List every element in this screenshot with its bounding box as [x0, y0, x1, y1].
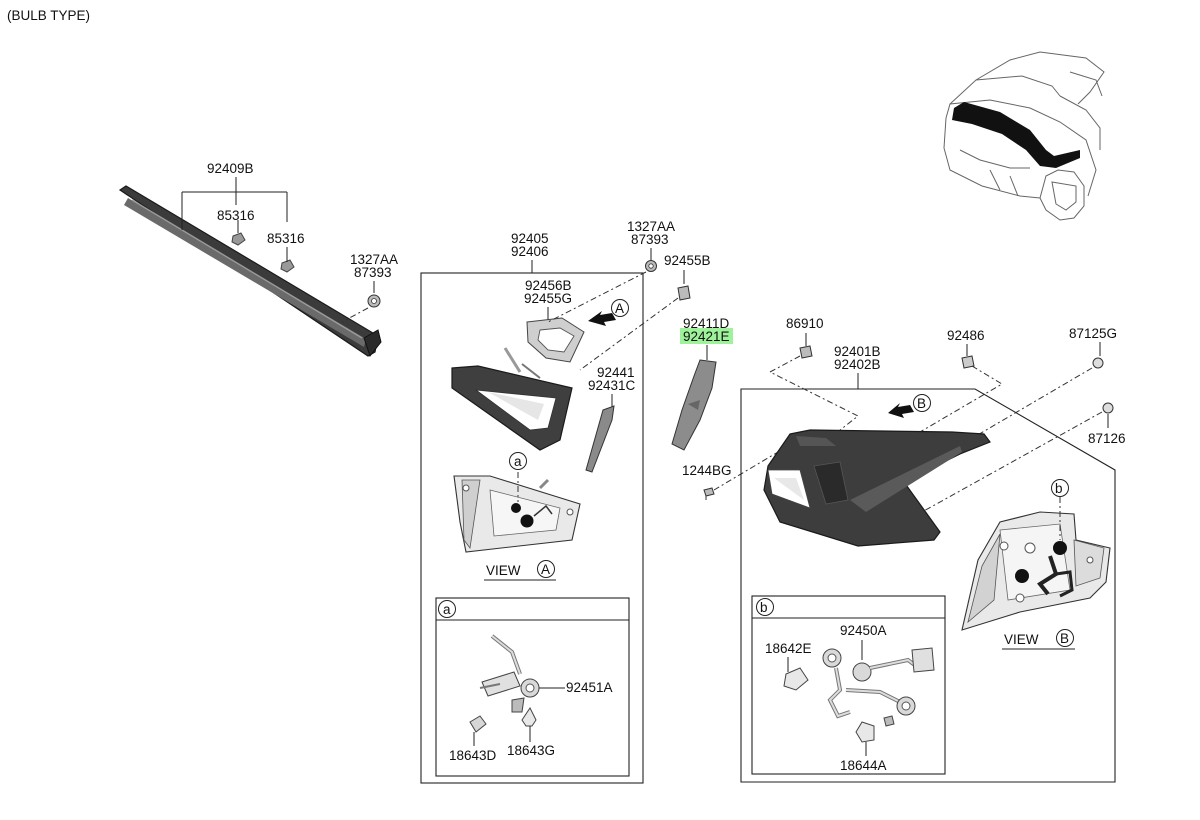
part-label[interactable]: 92411D: [683, 316, 730, 331]
view-B-lamp-back: [961, 511, 1111, 631]
reflector-92441: [585, 405, 615, 473]
part-label[interactable]: 92401B: [834, 344, 881, 359]
part-label[interactable]: 92450A: [840, 623, 887, 638]
part-label[interactable]: 1327AA: [627, 219, 675, 234]
clip-86910: [799, 345, 813, 359]
callout-label: b: [1055, 481, 1063, 496]
part-label[interactable]: 92455B: [664, 253, 711, 268]
callout-label: a: [443, 602, 451, 617]
part-label[interactable]: 1244BG: [682, 463, 732, 478]
detail-box-a: [435, 597, 630, 777]
callout-a[interactable]: [438, 600, 456, 618]
callout-b[interactable]: [756, 598, 774, 616]
outer-lamp-92401B: [763, 429, 991, 547]
part-label-highlighted[interactable]: 92421E: [683, 329, 730, 344]
part-label[interactable]: 92455G: [524, 291, 572, 306]
part-label[interactable]: 87393: [631, 232, 669, 247]
part-label[interactable]: 92431C: [588, 378, 636, 393]
callout-label: B: [917, 396, 926, 411]
socket-harness-92451A: [479, 634, 540, 713]
view-label: VIEW: [1004, 632, 1039, 647]
callout-label: b: [760, 600, 768, 615]
part-label[interactable]: 92402B: [834, 357, 881, 372]
grommet-92455B: [677, 285, 691, 301]
clip-85316-a: [231, 232, 246, 246]
grommet-92486: [961, 355, 975, 369]
nut-87393-mid: [645, 260, 657, 272]
part-label[interactable]: 18642E: [765, 641, 812, 656]
part-label[interactable]: 92406: [511, 244, 549, 259]
view-A-lamp-back: [453, 475, 581, 553]
callout-label: A: [541, 562, 550, 577]
part-label[interactable]: 92409B: [207, 161, 254, 176]
highlight-badge: [680, 328, 733, 344]
view-arrow-icon: [888, 403, 914, 418]
bulb-18643D: [469, 715, 487, 733]
inner-lamp-lens-92405: [451, 347, 573, 451]
screw-1244BG: [703, 487, 715, 500]
callout-B[interactable]: [913, 394, 931, 412]
part-label[interactable]: 18644A: [840, 758, 887, 773]
bracket-92411D: [671, 359, 717, 451]
part-label[interactable]: 86910: [786, 316, 824, 331]
nut-87125G: [1092, 357, 1104, 369]
callout-A[interactable]: [611, 299, 629, 317]
callout-label: a: [514, 454, 522, 469]
callout-b[interactable]: [1051, 479, 1069, 497]
callout-label: B: [1060, 631, 1069, 646]
part-label[interactable]: 18643G: [507, 743, 555, 758]
part-label[interactable]: 92405: [511, 231, 549, 246]
bolt-87126: [1102, 402, 1114, 414]
socket-harness-92450A: [783, 647, 935, 727]
part-label[interactable]: 1327AA: [350, 252, 398, 267]
gasket-92456B: [526, 317, 585, 363]
part-label[interactable]: 92486: [947, 328, 985, 343]
part-label[interactable]: 92456B: [525, 278, 572, 293]
assembly-frame-92401B: [740, 388, 1116, 783]
part-label[interactable]: 92441: [597, 365, 635, 380]
clip-85316-b: [280, 259, 295, 273]
detail-box-b: [751, 595, 946, 775]
part-label[interactable]: 85316: [217, 208, 255, 223]
view-arrow-icon: [588, 311, 616, 326]
callout-A[interactable]: [537, 560, 555, 578]
part-label[interactable]: 18643D: [449, 748, 497, 763]
car-taillight-highlight: [952, 102, 1080, 168]
part-label[interactable]: 92451A: [566, 680, 613, 695]
callout-label: A: [615, 301, 624, 316]
callout-a[interactable]: [509, 452, 527, 470]
view-label: VIEW: [486, 563, 521, 578]
diagram-title: (BULB TYPE): [7, 8, 90, 23]
nut-87393-left: [367, 294, 381, 308]
part-label[interactable]: 85316: [267, 231, 305, 246]
part-label[interactable]: 87125G: [1069, 326, 1117, 341]
part-label[interactable]: 87393: [354, 265, 392, 280]
part-label[interactable]: 87126: [1088, 431, 1126, 446]
garnish-strip-92409B: [118, 185, 382, 358]
bulb-18644A: [855, 721, 875, 743]
callout-B[interactable]: [1056, 629, 1074, 647]
bulb-18643G: [521, 707, 537, 727]
car-illustration: [943, 51, 1105, 221]
